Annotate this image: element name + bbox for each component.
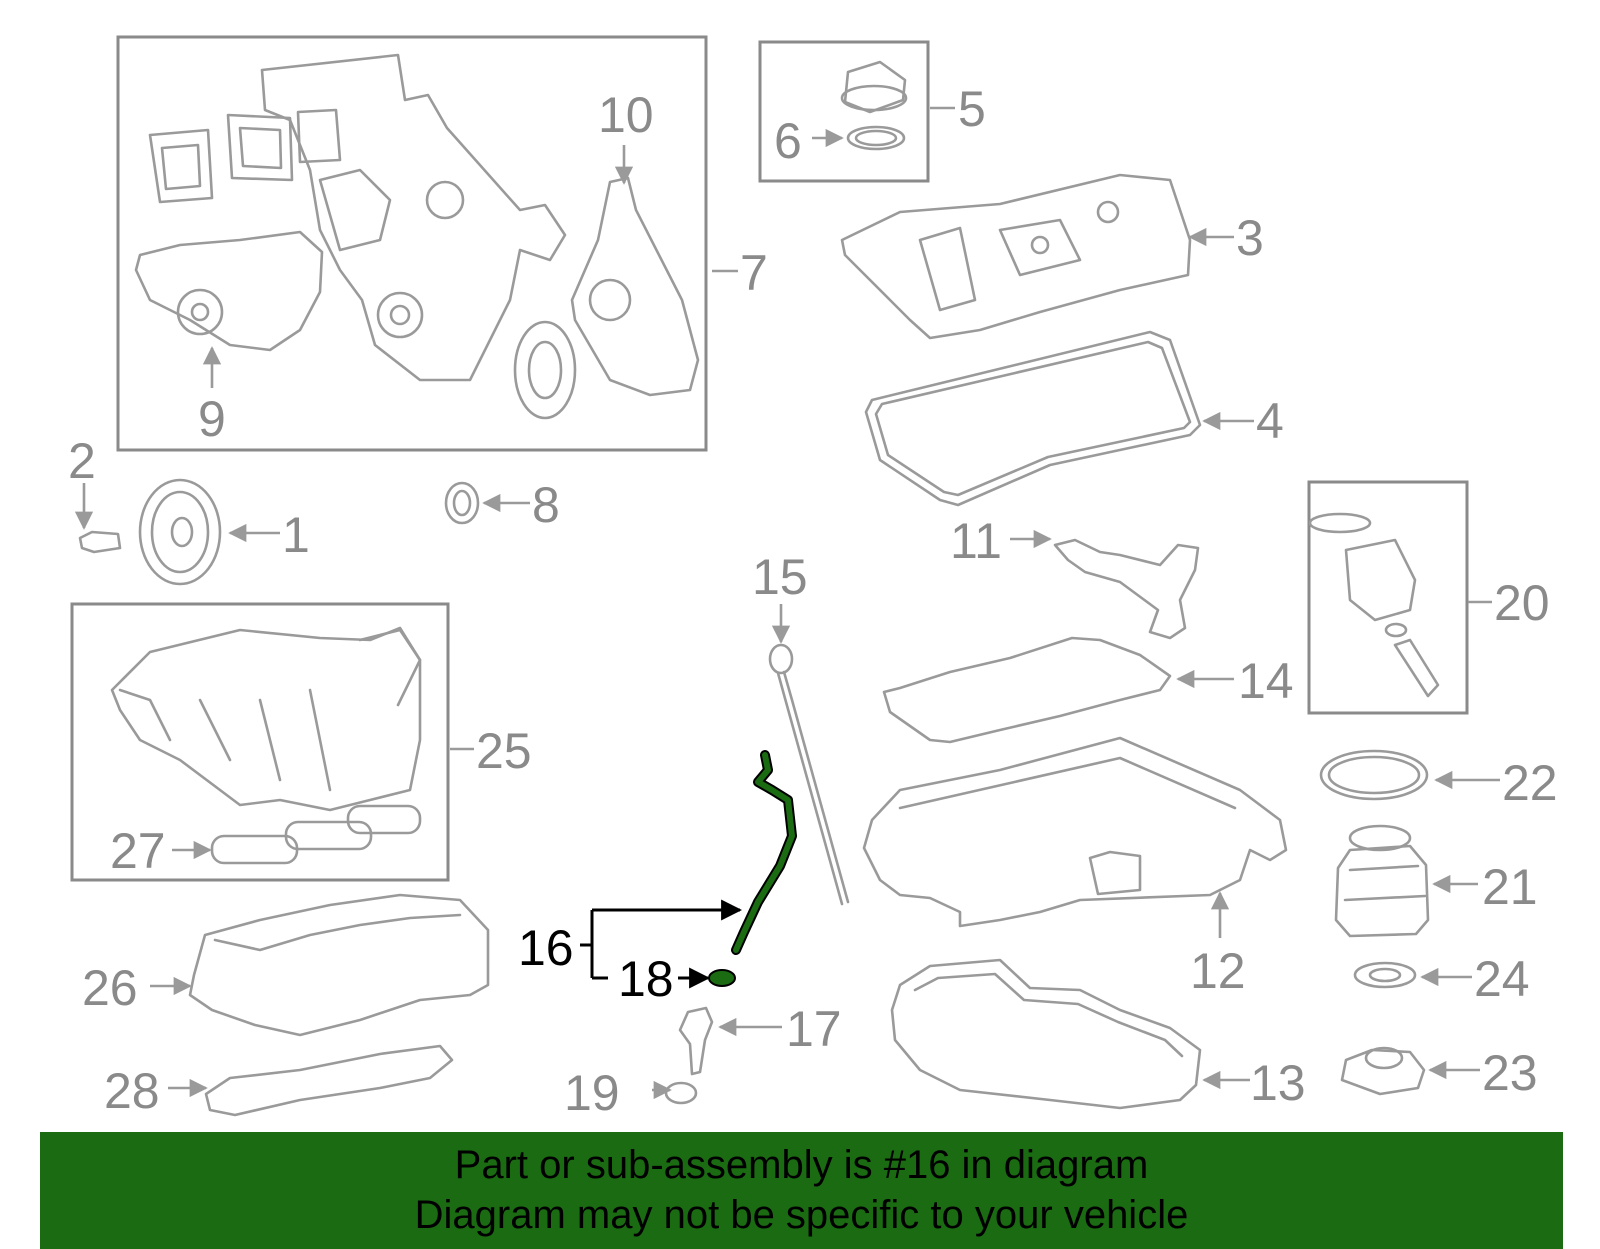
filter-gasket-drawing	[1319, 749, 1429, 801]
group-box-timing-cover	[116, 35, 708, 452]
callout-12: 12	[1190, 943, 1246, 999]
group-box-oil-filler-cap	[758, 40, 930, 183]
valve-cover-drawing	[840, 173, 1192, 340]
callout-23: 23	[1482, 1045, 1538, 1101]
dipstick-tube-lower-drawing	[664, 1006, 714, 1105]
oil-strainer-drawing	[1053, 538, 1200, 640]
group-box-oil-filter	[1307, 480, 1469, 715]
callout-24: 24	[1474, 951, 1530, 1007]
callout-26: 26	[82, 960, 138, 1016]
callout-20: 20	[1494, 575, 1550, 631]
oil-seal-drawing	[444, 481, 480, 525]
oil-filter-drawing	[1308, 512, 1440, 698]
oil-filler-cap-drawing	[840, 60, 908, 151]
callout-17: 17	[786, 1001, 842, 1057]
callout-6: 6	[774, 113, 802, 169]
o-ring-18-drawing	[708, 969, 736, 987]
intake-gasket-28-drawing	[204, 1044, 454, 1117]
lower-intake-drawing	[188, 893, 490, 1037]
callout-21: 21	[1482, 859, 1538, 915]
callout-25: 25	[476, 723, 532, 779]
callout-5: 5	[958, 81, 986, 137]
intake-gaskets-drawing	[210, 804, 422, 865]
callout-15: 15	[752, 549, 808, 605]
drain-gasket-drawing	[1353, 961, 1417, 989]
valve-cover-gasket-inner	[874, 340, 1192, 497]
callout-16: 16	[518, 920, 574, 976]
callout-9: 9	[198, 391, 226, 447]
callout-2: 2	[68, 433, 96, 489]
callout-27: 27	[110, 823, 166, 879]
group-box-intake-manifold	[70, 602, 450, 882]
dipstick-drawing	[768, 643, 850, 906]
drain-plug-drawing	[1340, 1046, 1426, 1096]
timing-cover-drawing	[134, 53, 700, 420]
callout-1: 1	[282, 507, 310, 563]
callout-22: 22	[1502, 755, 1558, 811]
callout-11: 11	[950, 513, 1002, 569]
lower-oil-pan-drawing	[890, 958, 1202, 1110]
oil-pan-gasket-drawing	[882, 636, 1172, 744]
callout-13: 13	[1250, 1055, 1306, 1111]
callout-14: 14	[1238, 653, 1294, 709]
callout-4: 4	[1256, 393, 1284, 449]
callout-8: 8	[532, 477, 560, 533]
banner-line-part: Part or sub-assembly is #16 in diagram	[454, 1143, 1149, 1187]
part-info-banner: Part or sub-assembly is #16 in diagram D…	[40, 1132, 1563, 1249]
callout-10: 10	[598, 87, 654, 143]
intake-manifold-drawing	[110, 626, 422, 812]
upper-oil-pan-drawing	[862, 736, 1288, 928]
callout-19: 19	[564, 1065, 620, 1121]
callout-18: 18	[618, 951, 674, 1007]
callout-28: 28	[104, 1063, 160, 1119]
filter-housing-drawing	[1334, 824, 1430, 938]
leader-arrows	[74, 106, 1500, 1100]
callout-labels: 1 2 3 4 5 6 7 8 9 10 11 12 13 14 15 16 1…	[68, 81, 1558, 1121]
banner-line-disclaimer: Diagram may not be specific to your vehi…	[414, 1193, 1189, 1237]
callout-3: 3	[1236, 210, 1264, 266]
callout-7: 7	[740, 245, 768, 301]
dipstick-guide-drawing	[731, 750, 797, 955]
crank-pulley-drawing	[78, 478, 222, 586]
valve-cover-gasket-drawing	[864, 330, 1202, 507]
